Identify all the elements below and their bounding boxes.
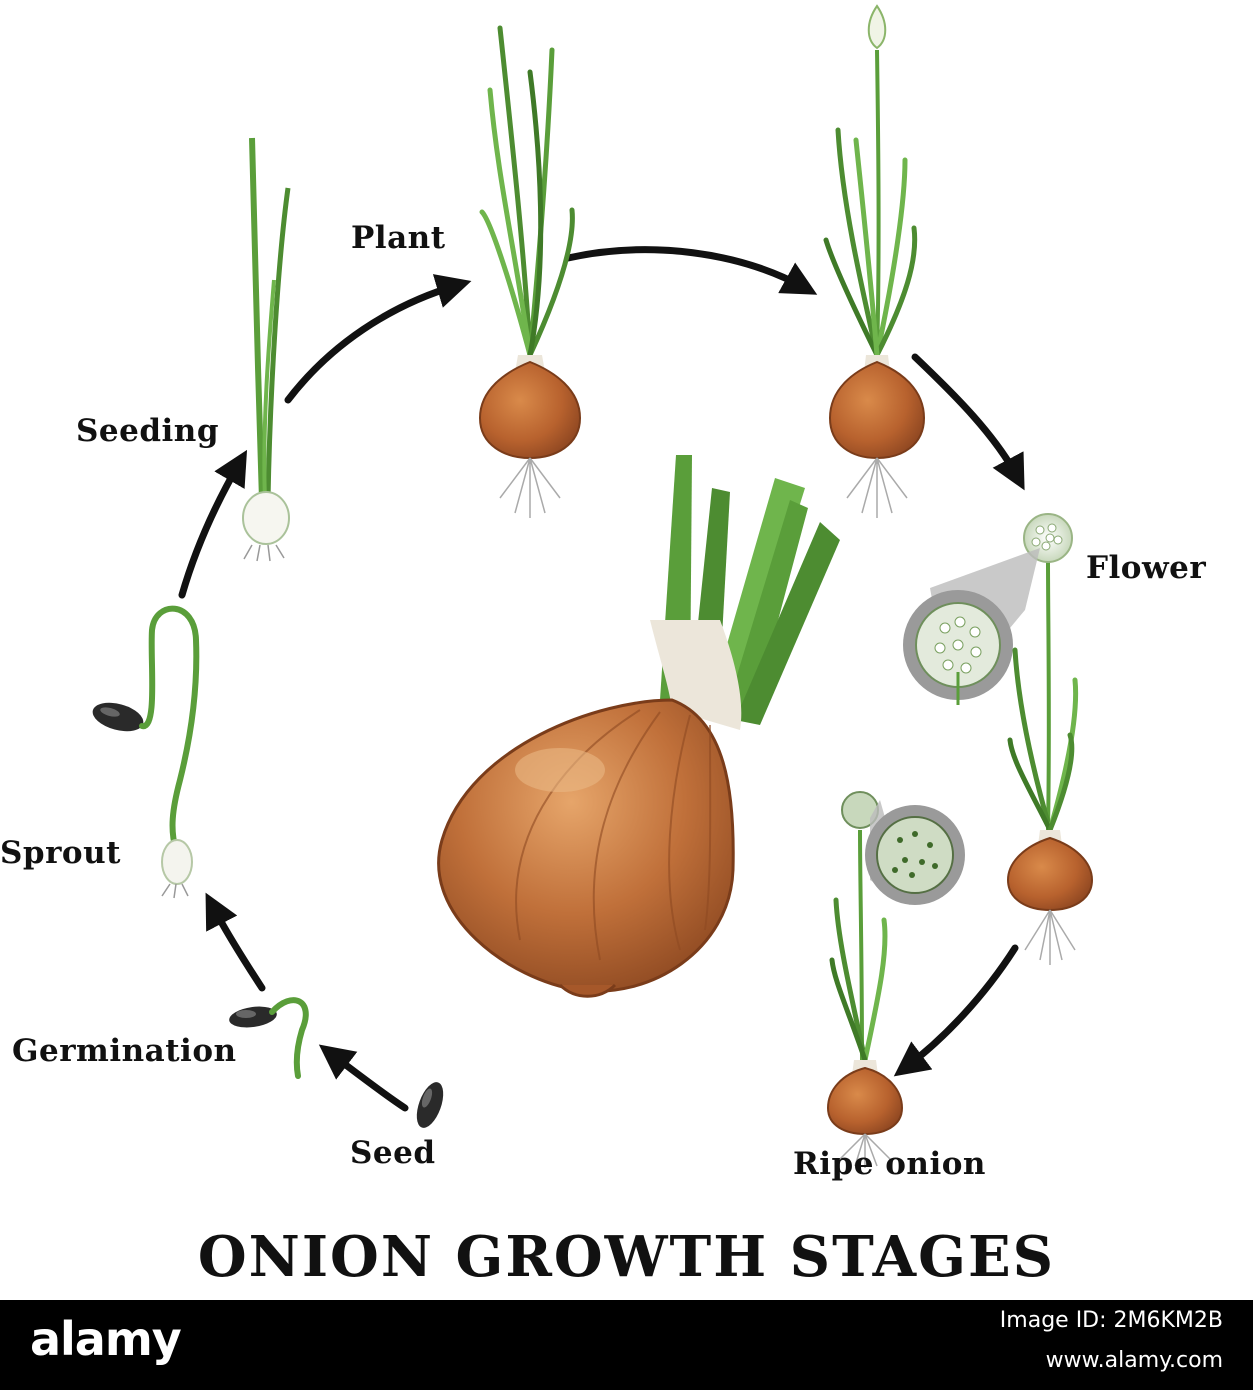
- central-onion-illustration: [437, 455, 840, 998]
- arrow-sprout-to-seeding: [178, 449, 248, 599]
- onion-growth-cycle-illustration: [92, 4, 1094, 1168]
- stage-label-seeding: Seeding: [76, 413, 219, 449]
- arrow-flower-to-ripe: [893, 944, 1019, 1077]
- diagram-title: ONION GROWTH STAGES: [197, 1224, 1056, 1290]
- arrow-germination-to-sprout: [205, 892, 266, 992]
- stage-label-ripe-onion: Ripe onion: [793, 1146, 986, 1182]
- arrow-to-flower: [911, 353, 1025, 491]
- cycle-arrows: [178, 246, 1025, 1112]
- stage-label-sprout: Sprout: [0, 835, 121, 871]
- germination-illustration: [229, 997, 309, 1079]
- seeding-illustration: [242, 137, 291, 562]
- flower-illustration: [903, 513, 1094, 965]
- ripe-onion-illustration: [826, 791, 965, 1168]
- seed-illustration: [416, 1082, 444, 1128]
- sprout-illustration: [92, 605, 200, 899]
- arrow-seeding-to-plant: [284, 274, 472, 404]
- site-url-text: www.alamy.com: [1045, 1348, 1223, 1373]
- stage-label-seed: Seed: [350, 1135, 436, 1171]
- stage-label-plant: Plant: [351, 220, 446, 256]
- brand-logo: alamy: [30, 1312, 182, 1366]
- stage-label-flower: Flower: [1086, 550, 1207, 586]
- plant-illustration: [478, 25, 582, 518]
- arrow-seed-to-germination: [318, 1044, 409, 1112]
- arrow-plant-to-next: [564, 246, 818, 295]
- image-id-text: Image ID: 2M6KM2B: [999, 1308, 1223, 1333]
- stock-footer-bar: alamy Image ID: 2M6KM2B www.alamy.com: [0, 1300, 1253, 1390]
- budding-plant-illustration: [823, 4, 926, 518]
- stage-label-germination: Germination: [12, 1033, 237, 1069]
